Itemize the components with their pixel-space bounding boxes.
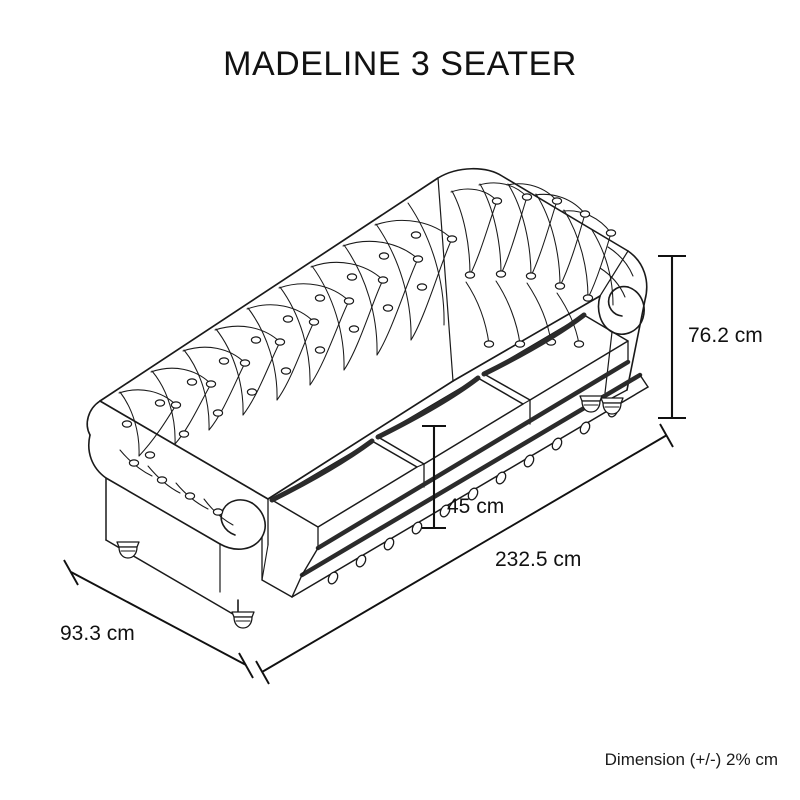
right-arm-scroll	[597, 250, 648, 399]
foot-far-right	[600, 397, 624, 415]
dimension-lines	[63, 254, 686, 685]
left-arm-scroll	[88, 434, 269, 581]
seat-height-dimension-label: 45 cm	[447, 495, 505, 518]
tufting-left-panel	[118, 202, 453, 457]
backrest-right-face	[452, 250, 629, 382]
backrest-top-roll	[86, 167, 629, 436]
height-dimension-line	[658, 254, 686, 420]
depth-dimension-label: 93.3 cm	[60, 622, 135, 645]
right-arm-tufting	[599, 246, 634, 298]
foot-front-left	[116, 541, 140, 559]
height-dimension-label: 76.2 cm	[688, 324, 763, 347]
tufting-right-panel	[450, 182, 614, 345]
depth-dimension-line	[63, 559, 254, 679]
length-dimension-label: 232.5 cm	[495, 548, 582, 571]
sofa-body	[86, 167, 649, 629]
backrest-left-face	[99, 177, 454, 500]
foot-front-right	[231, 611, 255, 629]
page-title: MADELINE 3 SEATER	[223, 45, 577, 83]
seat-cushions	[269, 312, 629, 549]
seat-height-dimension-line	[422, 424, 446, 530]
left-arm-tufting	[119, 449, 234, 526]
tolerance-note: Dimension (+/-) 2% cm	[604, 750, 778, 769]
length-dimension-line	[255, 423, 674, 685]
